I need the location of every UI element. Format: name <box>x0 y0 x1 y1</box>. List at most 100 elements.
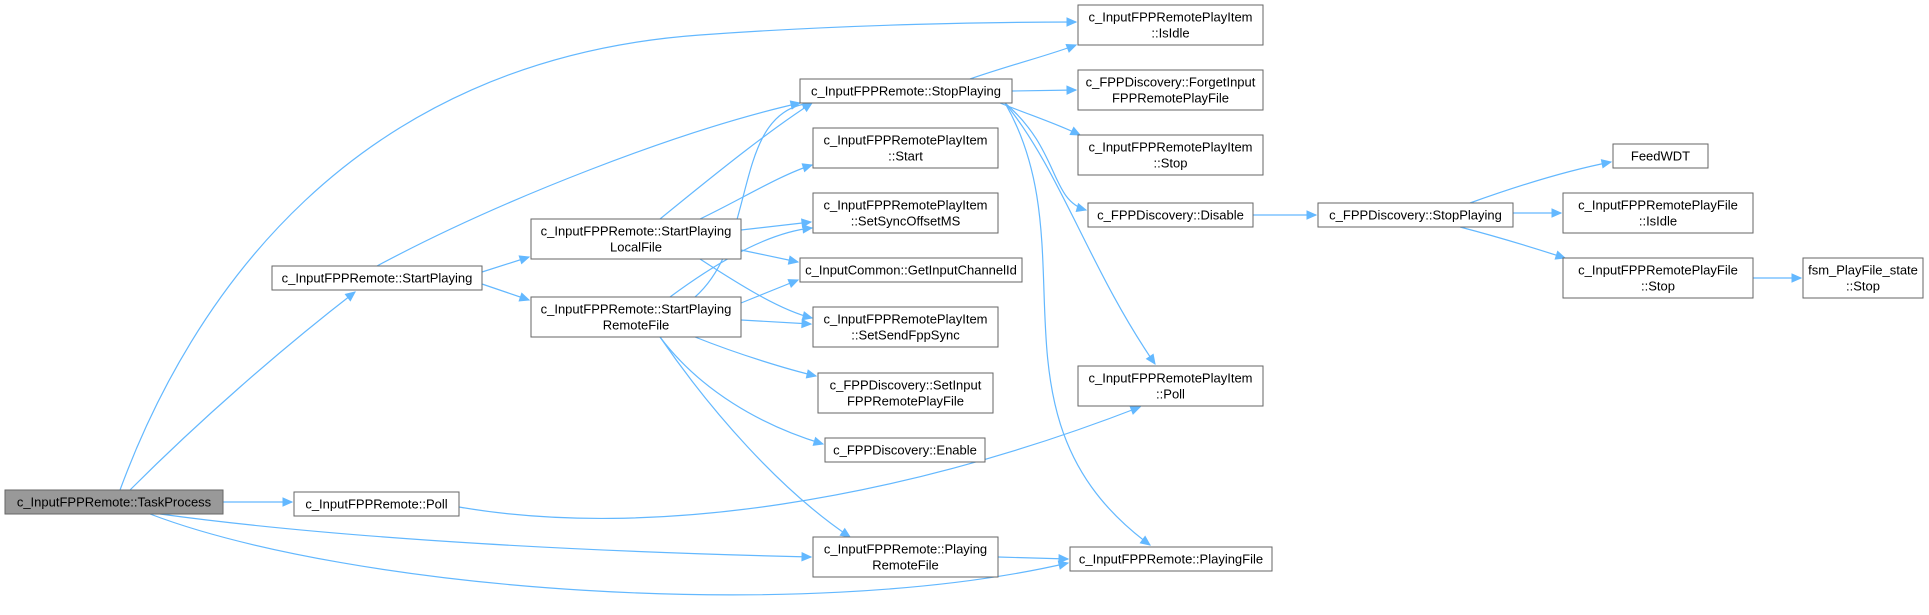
edge-stopplaying-to-itemidle <box>969 44 1077 80</box>
node-filestop[interactable]: c_InputFPPRemotePlayFile::Stop <box>1562 257 1754 299</box>
node-label-itemstop-0: c_InputFPPRemotePlayItem <box>1088 140 1252 155</box>
node-box-disable <box>1087 202 1254 228</box>
edge-stopplaying-to-itempoll <box>1004 102 1156 365</box>
arrowhead-startlocal-to-getchannel <box>787 255 800 265</box>
node-enable[interactable]: c_FPPDiscovery::Enable <box>824 437 986 463</box>
edge-startplaying-to-stopplaying <box>376 102 801 267</box>
node-fsmstop[interactable]: fsm_PlayFile_state::Stop <box>1802 257 1924 299</box>
node-box-playingfile <box>1069 546 1273 572</box>
node-forget[interactable]: c_FPPDiscovery::ForgetInputFPPRemotePlay… <box>1077 69 1264 111</box>
arrowhead-taskprocess-to-poll <box>282 497 294 507</box>
node-playingfile[interactable]: c_InputFPPRemote::PlayingFile <box>1069 546 1273 572</box>
node-disable[interactable]: c_FPPDiscovery::Disable <box>1087 202 1254 228</box>
arrowhead-startremote-to-setinput <box>805 369 818 379</box>
arrowhead-startremote-to-sendfppsync <box>801 318 813 329</box>
node-box-itemstart <box>812 127 999 169</box>
node-box-getchannel <box>799 257 1023 283</box>
node-label-itempoll-1: ::Poll <box>1156 387 1185 402</box>
arrowhead-stopplaying-to-itempoll <box>1145 353 1156 366</box>
arrowhead-startremote-to-syncoffset <box>802 224 814 234</box>
edge-startremote-to-enable <box>659 336 824 445</box>
node-box-discstop <box>1317 202 1514 228</box>
edge-startlocal-to-itemstart <box>699 164 813 220</box>
node-stopplaying[interactable]: c_InputFPPRemote::StopPlaying <box>799 78 1013 104</box>
node-itemstop[interactable]: c_InputFPPRemotePlayItem::Stop <box>1077 134 1264 176</box>
node-label-setinput-0: c_FPPDiscovery::SetInput <box>830 378 982 393</box>
node-label-filestop-1: ::Stop <box>1641 279 1675 294</box>
node-getchannel[interactable]: c_InputCommon::GetInputChannelId <box>799 257 1023 283</box>
node-label-itemstop-1: ::Stop <box>1154 156 1188 171</box>
node-startplaying[interactable]: c_InputFPPRemote::StartPlaying <box>271 265 483 291</box>
node-itempoll[interactable]: c_InputFPPRemotePlayItem::Poll <box>1077 365 1264 407</box>
edge-layer <box>119 17 1803 596</box>
node-label-startplaying-0: c_InputFPPRemote::StartPlaying <box>282 271 473 286</box>
node-label-itempoll-0: c_InputFPPRemotePlayItem <box>1088 371 1252 386</box>
node-box-feedwdt <box>1612 143 1709 169</box>
edge-stopplaying-to-playingfile <box>1004 102 1151 546</box>
node-label-sendfppsync-1: ::SetSendFppSync <box>851 328 960 343</box>
arrowhead-startplaying-to-startremote <box>518 292 531 302</box>
node-box-syncoffset <box>812 192 999 234</box>
node-box-startplaying <box>271 265 483 291</box>
arrowhead-startremote-to-playingremote <box>839 527 852 538</box>
node-feedwdt[interactable]: FeedWDT <box>1612 143 1709 169</box>
node-box-poll <box>293 491 460 517</box>
node-box-itemstop <box>1077 134 1264 176</box>
node-box-stopplaying <box>799 78 1013 104</box>
node-box-fsmstop <box>1802 257 1924 299</box>
node-label-startremote-1: RemoteFile <box>603 318 669 333</box>
node-discstop[interactable]: c_FPPDiscovery::StopPlaying <box>1317 202 1514 228</box>
arrowhead-stopplaying-to-disable <box>1075 202 1088 213</box>
node-label-startlocal-0: c_InputFPPRemote::StartPlaying <box>541 224 732 239</box>
edge-startremote-to-setinput <box>694 336 817 377</box>
node-taskprocess[interactable]: c_InputFPPRemote::TaskProcess <box>4 489 224 515</box>
node-label-startremote-0: c_InputFPPRemote::StartPlaying <box>541 302 732 317</box>
node-fileidle[interactable]: c_InputFPPRemotePlayFile::IsIdle <box>1562 192 1754 234</box>
node-label-forget-0: c_FPPDiscovery::ForgetInput <box>1086 75 1256 90</box>
edge-startremote-to-sendfppsync <box>740 319 812 325</box>
edge-taskprocess-to-startplaying <box>129 291 356 491</box>
node-poll[interactable]: c_InputFPPRemote::Poll <box>293 491 460 517</box>
node-box-taskprocess <box>4 489 224 515</box>
node-itemidle[interactable]: c_InputFPPRemotePlayItem::IsIdle <box>1077 4 1264 46</box>
node-label-poll-0: c_InputFPPRemote::Poll <box>305 497 447 512</box>
edge-taskprocess-to-playingfile <box>149 513 1069 596</box>
node-label-fsmstop-0: fsm_PlayFile_state <box>1808 263 1918 278</box>
arrowhead-startplaying-to-startlocal <box>518 255 531 265</box>
node-label-stopplaying-0: c_InputFPPRemote::StopPlaying <box>811 84 1001 99</box>
node-label-feedwdt-0: FeedWDT <box>1631 149 1690 164</box>
node-label-filestop-0: c_InputFPPRemotePlayFile <box>1578 263 1738 278</box>
arrowhead-disable-to-discstop <box>1306 210 1318 220</box>
node-sendfppsync[interactable]: c_InputFPPRemotePlayItem::SetSendFppSync <box>812 306 999 348</box>
edge-startremote-to-syncoffset <box>669 227 813 298</box>
arrowhead-discstop-to-fileidle <box>1551 208 1563 218</box>
node-label-playingfile-0: c_InputFPPRemote::PlayingFile <box>1079 552 1263 567</box>
node-box-forget <box>1077 69 1264 111</box>
edge-discstop-to-feedwdt <box>1469 161 1612 204</box>
edge-startlocal-to-syncoffset <box>740 221 812 231</box>
node-label-disable-0: c_FPPDiscovery::Disable <box>1097 208 1244 223</box>
node-label-forget-1: FPPRemotePlayFile <box>1112 91 1229 106</box>
edge-stopplaying-to-forget <box>1011 89 1077 92</box>
node-setinput[interactable]: c_FPPDiscovery::SetInputFPPRemotePlayFil… <box>817 372 994 414</box>
node-syncoffset[interactable]: c_InputFPPRemotePlayItem::SetSyncOffsetM… <box>812 192 999 234</box>
arrowhead-discstop-to-feedwdt <box>1600 159 1613 169</box>
edge-startlocal-to-stopplaying <box>659 102 813 220</box>
node-label-fileidle-1: ::IsIdle <box>1639 214 1677 229</box>
arrowhead-taskprocess-to-playingremote <box>801 552 813 562</box>
node-label-playingremote-1: RemoteFile <box>872 558 938 573</box>
node-label-discstop-0: c_FPPDiscovery::StopPlaying <box>1329 208 1502 223</box>
node-box-setinput <box>817 372 994 414</box>
arrowhead-taskprocess-to-itemidle <box>1066 17 1078 27</box>
node-itemstart[interactable]: c_InputFPPRemotePlayItem::Start <box>812 127 999 169</box>
node-label-syncoffset-0: c_InputFPPRemotePlayItem <box>823 198 987 213</box>
arrowhead-taskprocess-to-startplaying <box>344 291 356 302</box>
node-box-enable <box>824 437 986 463</box>
edge-stopplaying-to-itemstop <box>999 102 1081 136</box>
arrowhead-stopplaying-to-playingfile <box>1139 535 1151 546</box>
arrowhead-playingremote-to-playingfile <box>1058 553 1070 564</box>
